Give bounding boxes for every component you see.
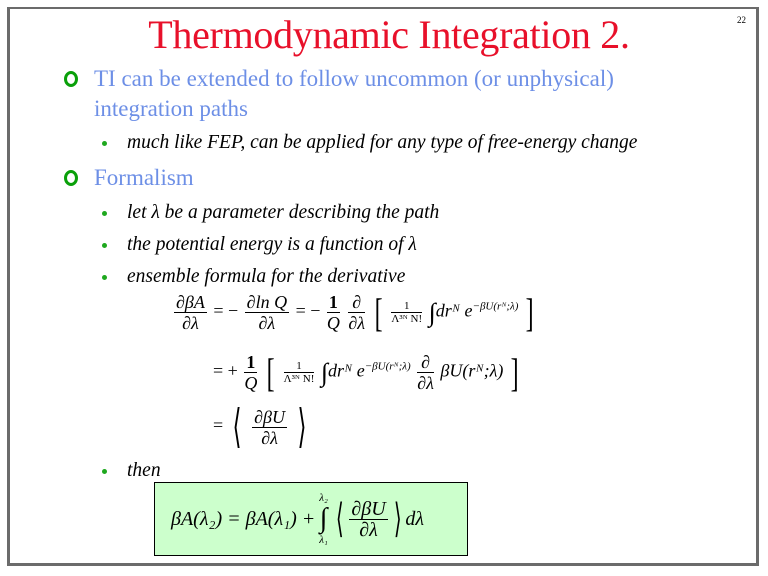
bullet-text: Formalism	[94, 165, 194, 190]
eq-partial-den: ∂λ	[348, 313, 366, 333]
eq-q-den: Q	[326, 313, 340, 333]
bullet-text: TI can be extended to follow uncommon (o…	[94, 66, 614, 91]
sub-bullet-text: then	[127, 460, 161, 481]
eq-integrand: drᴺ e	[327, 360, 365, 381]
lower-limit: λ₁	[319, 534, 328, 546]
bullet-text: integration paths	[94, 96, 248, 121]
eq-pref-num: 1	[391, 300, 423, 313]
integral-icon: ∫	[320, 357, 328, 387]
right-bracket-icon: ]	[510, 349, 519, 395]
left-angle-icon: ⟨	[335, 496, 344, 541]
dot-bullet-icon	[102, 243, 107, 248]
slide-frame	[7, 7, 759, 566]
eq-partial-num: ∂	[348, 292, 366, 313]
eq-pref-den: Λ³ᴺ N!	[283, 373, 315, 385]
eq-avg-num: ∂βU	[252, 406, 287, 428]
eq-sign: =	[213, 415, 224, 436]
eq-q-den: Q	[244, 373, 258, 393]
equation-line-3: = ⟨ ∂βU∂λ ⟩	[213, 404, 311, 450]
eq-lhs-num: ∂βA	[174, 292, 207, 313]
sub-bullet-text: much like FEP, can be applied for any ty…	[127, 132, 638, 153]
eq-lnq-den: ∂λ	[258, 313, 276, 333]
eq-partial-num: ∂	[417, 352, 434, 373]
result-tail: dλ	[405, 507, 424, 530]
right-angle-icon: ⟩	[393, 496, 402, 541]
eq-tail: βU(rᴺ;λ)	[440, 360, 504, 381]
ring-bullet-icon	[64, 71, 78, 87]
eq-avg-den: ∂λ	[261, 427, 278, 448]
ring-bullet-icon	[64, 170, 78, 186]
result-lhs: βA(λ₂) = βA(λ₁) +	[171, 507, 316, 530]
eq-pref-den: Λ³ᴺ N!	[391, 313, 423, 325]
eq-lhs-den: ∂λ	[182, 313, 199, 333]
slide-title: Thermodynamic Integration 2.	[148, 12, 630, 57]
integral-icon: ∫	[428, 297, 436, 327]
integral-icon: ∫	[319, 503, 328, 534]
eq-sign: = −	[295, 300, 321, 321]
left-bracket-icon: [	[266, 349, 275, 395]
sub-bullet-text: let λ be a parameter describing the path	[127, 202, 440, 223]
eq-pref-num: 1	[283, 360, 315, 373]
sub-bullet-text: ensemble formula for the derivative	[127, 266, 406, 287]
eq-exponent: −βU(rᴺ;λ)	[364, 360, 411, 373]
eq-lnq-num: ∂ln Q	[244, 292, 290, 313]
sub-bullet-text: the potential energy is a function of λ	[127, 234, 417, 255]
dot-bullet-icon	[102, 141, 107, 146]
eq-exponent: −βU(rᴺ;λ)	[472, 300, 519, 313]
upper-limit: λ₂	[319, 492, 328, 504]
eq-one-num: 1	[326, 292, 340, 313]
right-bracket-icon: ]	[525, 289, 534, 335]
dot-bullet-icon	[102, 211, 107, 216]
eq-integrand: drᴺ e	[435, 300, 473, 321]
result-num: ∂βU	[349, 497, 388, 520]
result-den: ∂λ	[359, 518, 378, 541]
definite-integral: λ₂ ∫ λ₁	[319, 492, 328, 546]
dot-bullet-icon	[102, 469, 107, 474]
dot-bullet-icon	[102, 275, 107, 280]
eq-one-num: 1	[244, 352, 258, 373]
result-equation: βA(λ₂) = βA(λ₁) + λ₂ ∫ λ₁ ⟨ ∂βU∂λ ⟩ dλ	[171, 483, 424, 555]
left-angle-icon: ⟨	[232, 401, 242, 452]
right-angle-icon: ⟩	[297, 401, 307, 452]
result-equation-box: βA(λ₂) = βA(λ₁) + λ₂ ∫ λ₁ ⟨ ∂βU∂λ ⟩ dλ	[154, 482, 468, 556]
slide-number: 22	[737, 15, 746, 25]
eq-sign: = +	[213, 360, 238, 381]
eq-sign: = −	[213, 300, 239, 321]
eq-partial-den: ∂λ	[417, 373, 434, 393]
left-bracket-icon: [	[374, 289, 383, 335]
